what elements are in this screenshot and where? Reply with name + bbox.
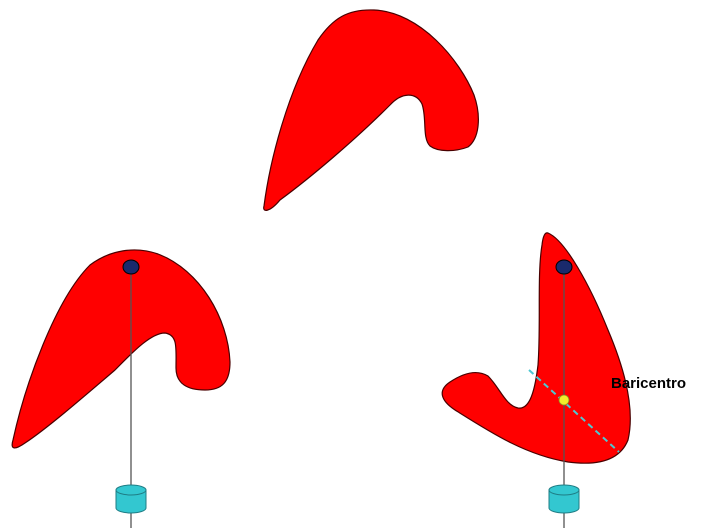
centroid-label: Baricentro — [611, 375, 686, 392]
pivot-point-left — [123, 260, 139, 274]
shape-group-left — [12, 250, 230, 528]
shape-group-right: Baricentro — [442, 233, 686, 528]
pivot-point-right — [556, 260, 572, 274]
red-shape-left — [12, 250, 230, 448]
centroid-point — [559, 395, 569, 405]
red-shape-right — [442, 233, 630, 463]
weight-cylinder-left — [116, 485, 146, 513]
weight-cylinder-right — [549, 485, 579, 513]
red-shape-top — [264, 10, 479, 210]
shape-group-top — [264, 10, 479, 210]
